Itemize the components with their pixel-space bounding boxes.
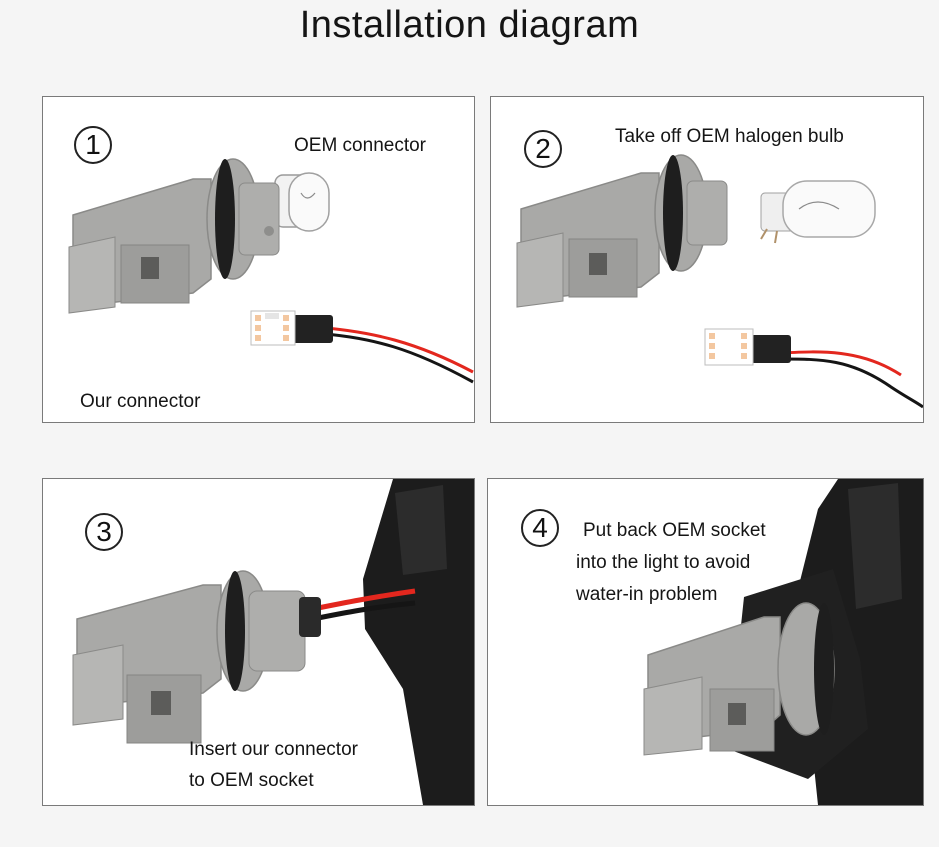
- insert-connector-label-line-2: to OEM socket: [189, 770, 314, 791]
- put-back-socket-label-line-3: water-in problem: [576, 584, 718, 605]
- insert-connector-label-line-1: Insert our connector: [189, 739, 358, 760]
- oem-socket-housing-icon: [643, 602, 835, 756]
- page-title: Installation diagram: [299, 4, 640, 46]
- insert-connector-illustration: [72, 479, 474, 805]
- our-connector-label: Our connector: [80, 391, 201, 412]
- put-back-socket-label-line-2: into the light to avoid: [576, 552, 751, 573]
- step-panel-3: 3 Insert our connector to OEM socket: [42, 478, 475, 806]
- oem-socket-housing-icon: [72, 570, 321, 744]
- halogen-bulb-icon: [274, 172, 330, 232]
- step-panel-4: 4 Put back OEM socket into the light to …: [487, 478, 924, 806]
- socket-installed-illustration: [643, 479, 923, 805]
- lamp-housing-icon: [363, 479, 474, 805]
- step-number-badge: 3: [85, 513, 123, 551]
- step-panel-2: 2 Take off OEM halogen bulb: [490, 96, 924, 423]
- step-panel-1: 1 OEM connector Our connector: [42, 96, 475, 423]
- step-number-badge: 2: [524, 130, 562, 168]
- oem-connector-illustration: [68, 158, 474, 384]
- take-off-bulb-label: Take off OEM halogen bulb: [615, 126, 844, 147]
- wire-icon: [312, 588, 416, 622]
- oem-socket-housing-icon: [68, 158, 280, 314]
- oem-connector-label: OEM connector: [294, 135, 426, 156]
- led-bulb-icon: [704, 328, 923, 409]
- led-bulb-icon: [250, 310, 474, 384]
- step-number-badge: 1: [74, 126, 112, 164]
- put-back-socket-label-line-1: Put back OEM socket: [583, 520, 766, 541]
- bulb-removal-illustration: [516, 154, 923, 409]
- step-number-badge: 4: [521, 509, 559, 547]
- halogen-bulb-icon: [760, 180, 876, 244]
- oem-socket-housing-icon: [516, 154, 728, 308]
